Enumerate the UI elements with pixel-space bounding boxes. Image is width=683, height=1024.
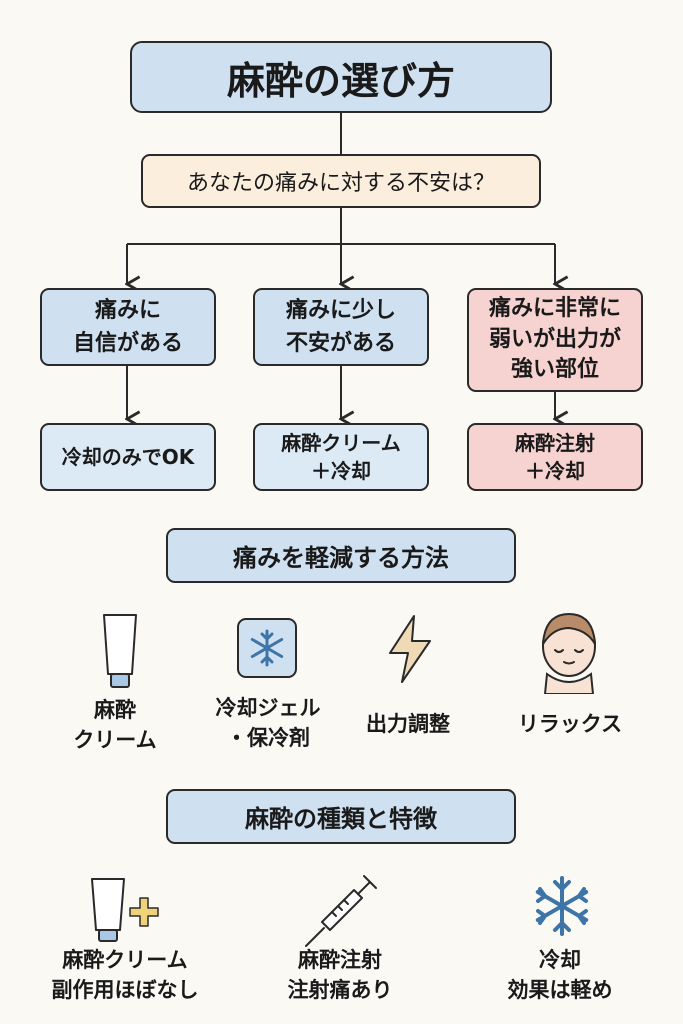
section-pain-reduction-title: 痛みを軽減する方法 — [166, 528, 516, 583]
method-label-cooling-gel: 冷却ジェル ・保冷剤 — [215, 696, 321, 751]
diagram-title: 麻酔の選び方 — [130, 41, 552, 113]
method-label-cream: 麻酔 クリーム — [73, 698, 157, 753]
choice-very-sensitive: 痛みに非常に 弱いが出力が 強い部位 — [467, 288, 643, 392]
syringe-icon — [305, 875, 377, 947]
type-label-cream: 麻酔クリーム 副作用ほぼなし — [51, 948, 199, 1003]
choice-slightly-anxious: 痛みに少し 不安がある — [253, 288, 429, 366]
result-injection-cooling: 麻酔注射 ＋冷却 — [467, 423, 643, 491]
result-cooling-only: 冷却のみでOK — [40, 423, 216, 491]
relaxed-face-icon — [542, 612, 596, 694]
result-cream-cooling: 麻酔クリーム ＋冷却 — [253, 423, 429, 491]
lightning-icon — [389, 615, 431, 683]
question-box: あなたの痛みに対する不安は？ — [141, 154, 541, 208]
snowflake-icon — [237, 618, 297, 678]
choice-confident: 痛みに 自信がある — [40, 288, 216, 366]
section-anesthesia-types-title: 麻酔の種類と特徴 — [166, 789, 516, 844]
method-label-output-adjust: 出力調整 — [366, 712, 450, 736]
type-label-injection: 麻酔注射 注射痛あり — [287, 948, 393, 1003]
type-label-cooling: 冷却 効果は軽め — [507, 948, 613, 1003]
method-label-relax: リラックス — [517, 712, 623, 736]
cream-tube-icon — [103, 614, 137, 688]
snowflake-icon — [535, 876, 589, 936]
cream-tube-plus-icon — [91, 878, 159, 942]
